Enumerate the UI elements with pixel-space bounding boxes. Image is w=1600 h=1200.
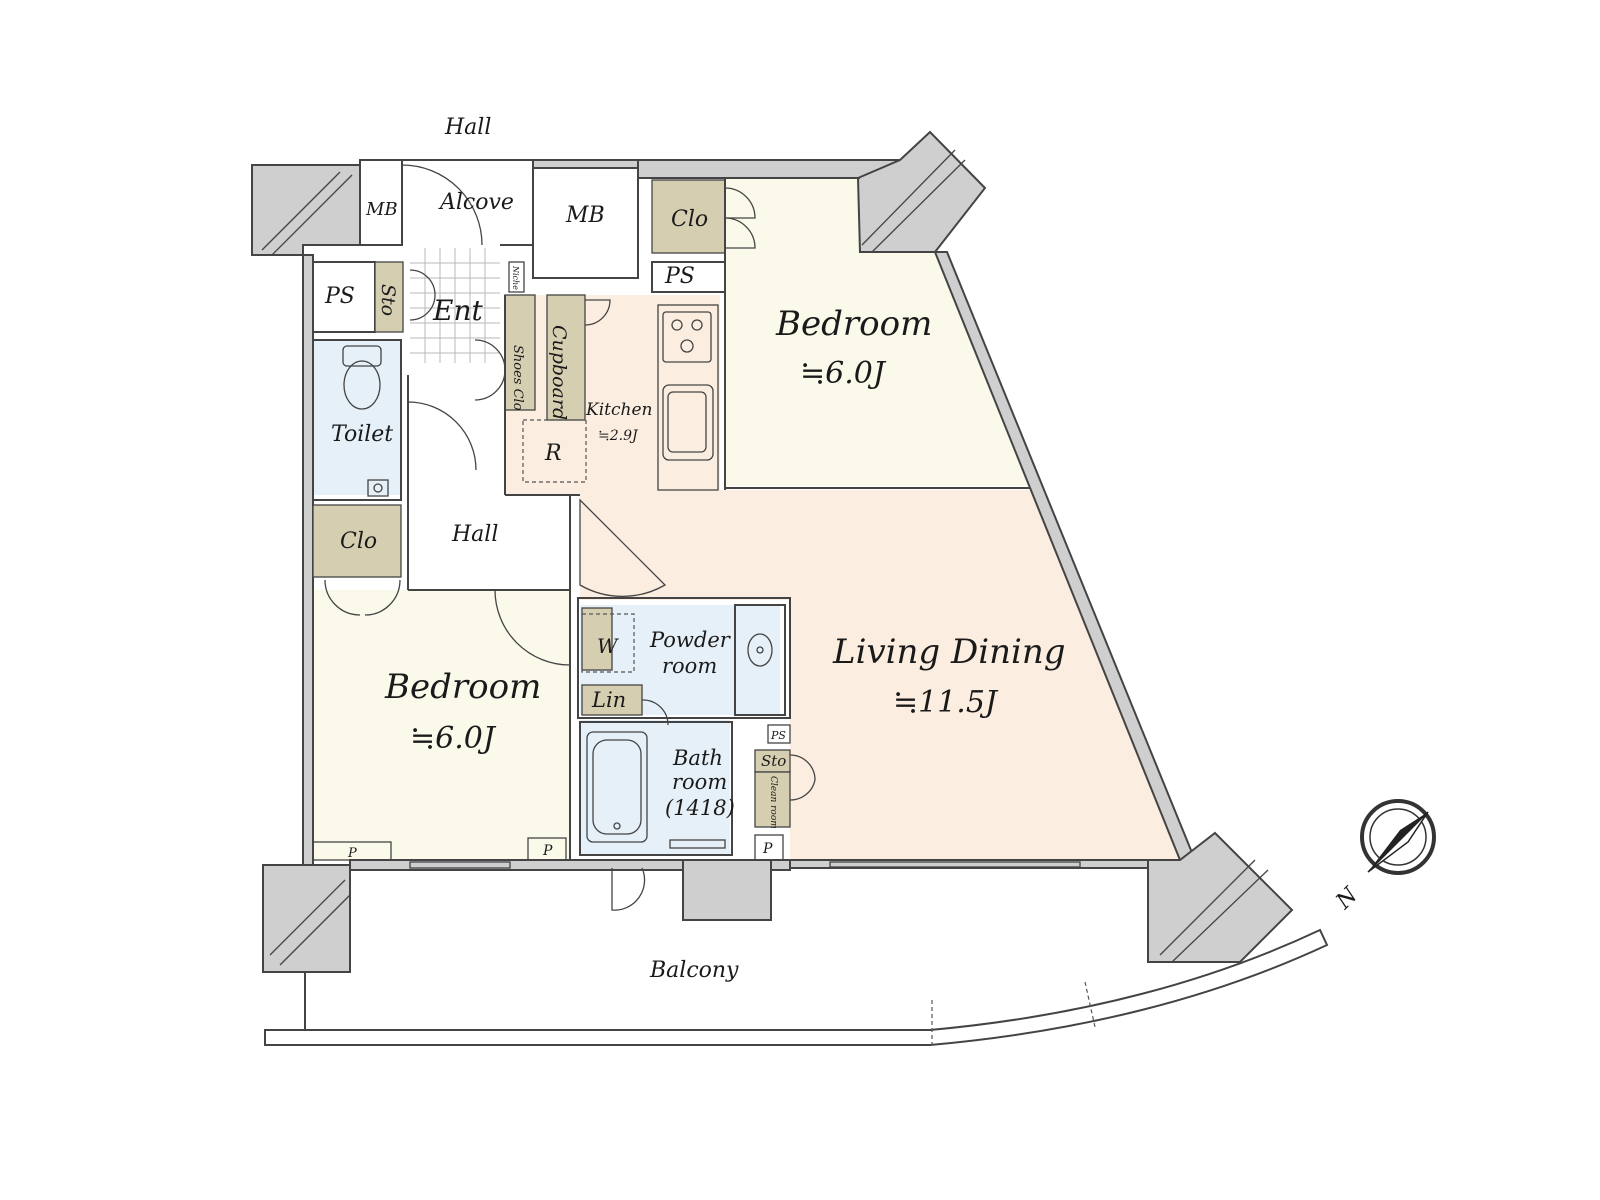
bedroom-left-size-label: ≒6.0J <box>410 721 497 756</box>
living-dining-label: Living Dining <box>832 632 1066 672</box>
powder-room-label-1: Powder <box>649 628 732 652</box>
hall-inner-label: Hall <box>451 522 498 547</box>
bath-label-2: room <box>672 770 727 794</box>
entrance-tiles <box>410 248 500 363</box>
linen-label: Lin <box>591 688 626 712</box>
hall-top-label: Hall <box>444 115 491 140</box>
p-label-3: P <box>762 841 773 857</box>
alcove-label: Alcove <box>438 190 514 215</box>
washer-label: W <box>597 634 619 658</box>
stove-icon <box>662 311 712 363</box>
powder-room-label-2: room <box>662 654 717 678</box>
toilet-icon <box>342 345 389 497</box>
sto-right-label: Sto <box>761 752 786 770</box>
bedroom-top-size-label: ≒6.0J <box>800 356 887 391</box>
refrigerator-label: R <box>544 441 562 466</box>
sto-left-label: Sto <box>377 284 399 316</box>
kitchen-size-label: ≒2.9J <box>598 428 639 444</box>
toilet-label: Toilet <box>331 422 393 447</box>
bedroom-top-label: Bedroom <box>775 304 932 344</box>
p-label-1: P <box>347 846 357 861</box>
mb-right-label: MB <box>565 203 605 228</box>
clo-left-label: Clo <box>340 529 377 554</box>
ps-top-label: PS <box>664 264 695 289</box>
living-dining-area <box>505 295 1180 860</box>
ps-bath-label: PS <box>770 729 786 742</box>
ps-left-label: PS <box>324 284 355 309</box>
north-label: N <box>1331 882 1364 915</box>
p-label-2: P <box>542 843 553 859</box>
walls <box>251 130 1294 973</box>
entrance-label: Ent <box>432 294 483 327</box>
niche-label: Niche <box>511 265 520 290</box>
bath-label-1: Bath <box>672 746 723 770</box>
door-swings <box>324 164 816 911</box>
bedroom-left-area <box>313 590 570 860</box>
cupboard-label: Cupboard <box>548 325 570 420</box>
sink-icon <box>662 384 714 461</box>
living-dining-size-label: ≒11.5J <box>893 685 999 720</box>
clo-top-label: Clo <box>671 207 708 232</box>
balcony-label: Balcony <box>649 958 739 983</box>
interior-walls <box>312 159 1081 869</box>
clean-room-label: Clean room <box>768 776 778 829</box>
bathtub-icon <box>586 731 726 849</box>
bathroom-area <box>580 720 730 855</box>
shoes-clo-label: Shoes Clo <box>510 345 525 411</box>
balcony-railing <box>264 928 1329 1046</box>
toilet-area <box>313 340 401 495</box>
bath-label-3: (1418) <box>665 796 735 820</box>
compass-icon <box>1360 799 1436 875</box>
washbasin-icon <box>747 633 773 667</box>
kitchen-label: Kitchen <box>585 400 652 420</box>
bedroom-left-label: Bedroom <box>384 667 541 707</box>
mb-left-label: MB <box>365 199 398 220</box>
bedroom-top-area <box>725 178 1030 486</box>
